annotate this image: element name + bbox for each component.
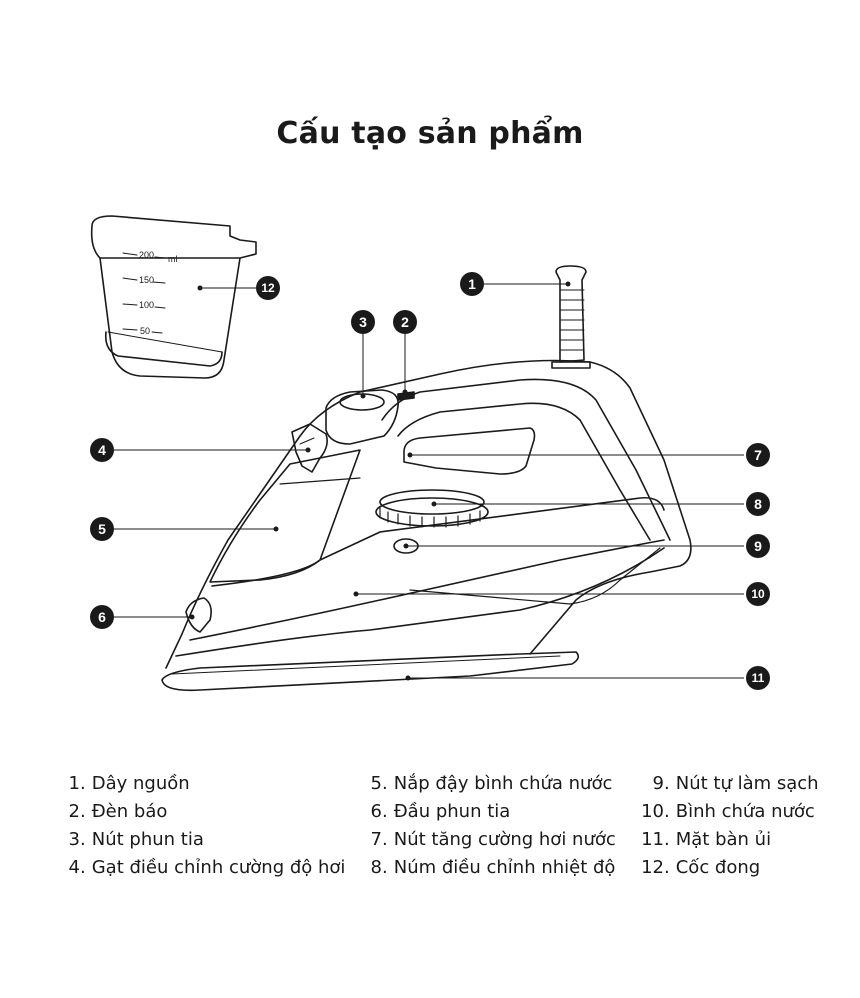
callout-3: 3 <box>359 314 367 330</box>
page-title: Cấu tạo sản phẩm <box>276 116 584 151</box>
cup-mark-50: 50 <box>140 326 150 336</box>
callout-7: 7 <box>754 447 762 463</box>
measuring-cup <box>90 215 257 379</box>
callout-9: 9 <box>754 538 762 554</box>
legend-column-1: 1.Dây nguồn 2.Đèn báo 3.Nút phun tia 4.G… <box>64 770 346 882</box>
cup-mark-150: 150 <box>139 275 154 285</box>
legend-item: 3.Nút phun tia <box>68 829 204 850</box>
callout-2: 2 <box>401 314 409 330</box>
legend-column-2: 5.Nắp đậy bình chứa nước 6.Đầu phun tia … <box>366 770 616 882</box>
legend-item: 7.Nút tăng cường hơi nước <box>370 829 616 850</box>
callout-1: 1 <box>468 276 476 292</box>
legend-item: 2.Đèn báo <box>68 801 168 822</box>
legend-item: 5.Nắp đậy bình chứa nước <box>370 773 613 794</box>
legend-item: 11.Mặt bàn ủi <box>641 829 772 850</box>
legend-item: 9.Nút tự làm sạch <box>652 773 819 794</box>
legend-item: 10.Bình chứa nước <box>641 801 815 822</box>
legend-item: 4.Gạt điều chỉnh cường độ hơi <box>68 857 346 878</box>
legend-item: 12.Cốc đong <box>641 857 761 878</box>
cup-mark-100: 100 <box>139 300 154 310</box>
callout-12: 12 <box>261 281 275 295</box>
legend-item: 8.Núm điều chỉnh nhiệt độ <box>370 857 616 878</box>
cup-mark-ml: ml <box>168 254 178 264</box>
callout-8: 8 <box>754 496 762 512</box>
indicator-light <box>397 391 415 401</box>
callout-4: 4 <box>98 442 106 458</box>
soleplate <box>161 651 580 692</box>
callout-6: 6 <box>98 609 106 625</box>
temperature-dial <box>375 489 489 528</box>
steam-lever <box>291 423 328 473</box>
steam-boost-button <box>403 427 536 475</box>
cup-mark-200: 200 <box>139 250 154 260</box>
callout-10: 10 <box>751 587 765 601</box>
callout-11: 11 <box>752 671 765 685</box>
legend-item: 6.Đầu phun tia <box>370 801 511 822</box>
spray-nozzle <box>185 597 212 633</box>
legend-item: 1.Dây nguồn <box>68 773 190 794</box>
power-cord <box>551 265 591 369</box>
iron-body <box>161 359 692 692</box>
legend-column-3: 9.Nút tự làm sạch 10.Bình chứa nước 11.M… <box>638 770 819 882</box>
callout-5: 5 <box>98 521 106 537</box>
